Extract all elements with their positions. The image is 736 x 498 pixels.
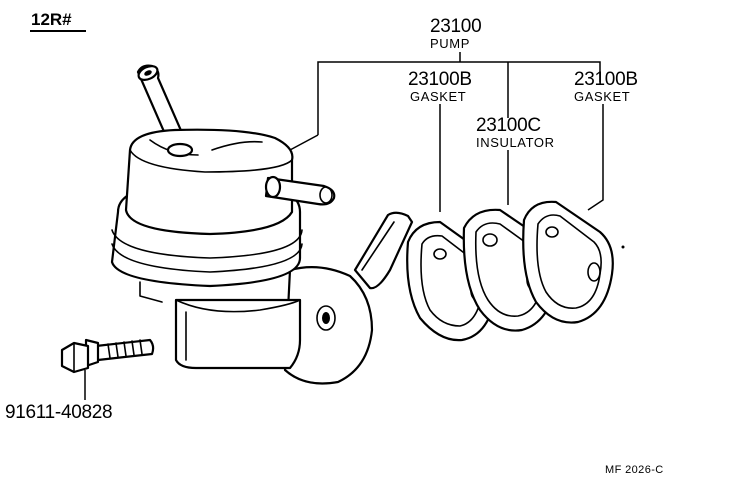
figure-code: MF 2026-C [605,464,664,476]
insulator-part-number: 23100C [476,115,541,136]
pump-part-number: 23100 [430,16,482,37]
bolt-part-number: 91611-40828 [5,402,113,423]
leader-lines [84,52,604,400]
gasket-right-name: GASKET [574,89,631,104]
gasket-left-part-number: 23100B [408,69,472,90]
insulator-name: INSULATOR [476,135,555,150]
bolt-illustration [60,338,155,374]
engine-code-label: 12R# [31,10,72,29]
stray-dot [621,245,625,249]
pump-name: PUMP [430,36,470,51]
gasket-right-illustration [522,200,614,324]
fuel-pump-illustration [110,64,414,385]
gasket-left-name: GASKET [410,89,467,104]
gasket-right-part-number: 23100B [574,69,638,90]
